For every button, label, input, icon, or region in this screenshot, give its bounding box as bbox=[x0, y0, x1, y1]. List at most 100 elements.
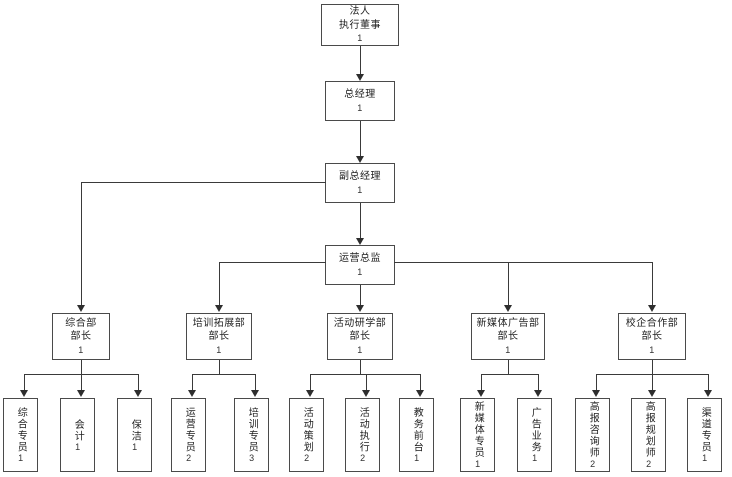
connector-d2-bus bbox=[192, 374, 255, 375]
connector-d2-stub bbox=[219, 360, 220, 374]
node-label-line1: 法人 bbox=[349, 6, 371, 18]
connector-d5-s11 bbox=[596, 374, 597, 392]
node-label-line1: 会计 bbox=[72, 418, 84, 442]
connector-n0-n1 bbox=[360, 46, 361, 76]
node-label-line1: 综合部 bbox=[65, 317, 97, 329]
node-staff-activity-execution[interactable]: 活动执行 2 bbox=[345, 398, 380, 472]
node-staff-accountant[interactable]: 会计 1 bbox=[60, 398, 95, 472]
connector-d3-s7 bbox=[366, 374, 367, 392]
node-label-line1: 活动研学部 bbox=[333, 317, 387, 329]
node-staff-academic-reception[interactable]: 教务前台 1 bbox=[399, 398, 434, 472]
node-staff-gaokao-consultant[interactable]: 高报咨询师 2 bbox=[575, 398, 610, 472]
arrow-n3-d5 bbox=[648, 305, 656, 312]
arrow-d2-s4 bbox=[188, 390, 196, 397]
connector-d4-bus bbox=[481, 374, 538, 375]
node-count: 1 bbox=[357, 184, 363, 195]
connector-d4-s10 bbox=[538, 374, 539, 392]
connector-n3-right-horizontal bbox=[394, 262, 652, 263]
node-label-line2: 部长 bbox=[641, 331, 663, 343]
arrow-d3-s7 bbox=[362, 390, 370, 397]
node-label-line1: 渠道专员 bbox=[699, 407, 711, 453]
node-count: 1 bbox=[129, 441, 140, 452]
node-count: 1 bbox=[72, 441, 83, 452]
node-department-new-media-advertising[interactable]: 新媒体广告部 部长 1 bbox=[471, 313, 545, 360]
arrow-d3-s8 bbox=[416, 390, 424, 397]
node-deputy-general-manager[interactable]: 副总经理 1 bbox=[325, 163, 395, 203]
node-staff-operations-specialist[interactable]: 运营专员 2 bbox=[171, 398, 206, 472]
node-staff-activity-planning[interactable]: 活动策划 2 bbox=[289, 398, 324, 472]
arrow-n3-d4 bbox=[504, 305, 512, 312]
node-label-line2: 部长 bbox=[208, 331, 230, 343]
node-staff-cleaner[interactable]: 保洁 1 bbox=[117, 398, 152, 472]
node-staff-training-specialist[interactable]: 培训专员 3 bbox=[234, 398, 269, 472]
connector-n3-d5-vertical bbox=[652, 262, 653, 307]
node-count: 1 bbox=[505, 344, 511, 355]
connector-d2-s5 bbox=[255, 374, 256, 392]
node-label-line1: 培训拓展部 bbox=[192, 317, 246, 329]
node-count: 1 bbox=[216, 344, 222, 355]
arrow-d4-s9 bbox=[477, 390, 485, 397]
node-count: 1 bbox=[411, 453, 422, 463]
node-label-line1: 新媒体广告部 bbox=[476, 317, 540, 329]
node-count: 2 bbox=[587, 458, 598, 469]
node-count: 2 bbox=[301, 453, 312, 463]
connector-d5-s12 bbox=[652, 374, 653, 392]
node-count: 2 bbox=[357, 453, 368, 463]
node-label-line2: 部长 bbox=[70, 331, 92, 343]
connector-n1-n2 bbox=[360, 121, 361, 158]
connector-d2-s4 bbox=[192, 374, 193, 392]
connector-n3-left-horizontal bbox=[219, 262, 326, 263]
arrow-d3-s6 bbox=[306, 390, 314, 397]
node-label-line1: 新媒体专员 bbox=[472, 401, 484, 459]
connector-d1-s3 bbox=[138, 374, 139, 392]
node-count: 1 bbox=[78, 344, 84, 355]
node-operations-director[interactable]: 运营总监 1 bbox=[325, 245, 395, 285]
node-staff-gaokao-planner[interactable]: 高报规划师 2 bbox=[631, 398, 666, 472]
arrow-d5-s11 bbox=[592, 390, 600, 397]
node-label-line1: 运营总监 bbox=[339, 253, 381, 265]
connector-d3-s8 bbox=[420, 374, 421, 392]
node-staff-channel-specialist[interactable]: 渠道专员 1 bbox=[687, 398, 722, 472]
node-department-general-affairs[interactable]: 综合部 部长 1 bbox=[52, 313, 110, 360]
node-label-line1: 总经理 bbox=[344, 89, 376, 101]
node-general-manager[interactable]: 总经理 1 bbox=[325, 81, 395, 121]
node-label-line1: 活动策划 bbox=[301, 407, 313, 453]
connector-d4-stub bbox=[508, 360, 509, 374]
arrow-d4-s10 bbox=[534, 390, 542, 397]
node-staff-advertising-business[interactable]: 广告业务 1 bbox=[517, 398, 552, 472]
node-label-line2: 部长 bbox=[349, 331, 371, 343]
node-department-school-enterprise[interactable]: 校企合作部 部长 1 bbox=[618, 313, 686, 360]
node-count: 1 bbox=[357, 344, 363, 355]
node-label-line1: 副总经理 bbox=[339, 171, 381, 183]
node-staff-new-media-specialist[interactable]: 新媒体专员 1 bbox=[460, 398, 495, 472]
node-count: 1 bbox=[357, 266, 363, 277]
node-staff-general-affairs-specialist[interactable]: 综合专员 1 bbox=[3, 398, 38, 472]
node-count: 2 bbox=[183, 453, 194, 463]
connector-n3-d4-vertical bbox=[508, 262, 509, 307]
node-count: 1 bbox=[699, 453, 710, 463]
node-department-activity-research[interactable]: 活动研学部 部长 1 bbox=[327, 313, 393, 360]
arrow-d2-s5 bbox=[251, 390, 259, 397]
arrow-n3-d2 bbox=[215, 305, 223, 312]
node-count: 1 bbox=[357, 33, 363, 44]
node-label-line1: 广告业务 bbox=[529, 407, 541, 453]
arrow-d1-s3 bbox=[134, 390, 142, 397]
node-label-line1: 高报规划师 bbox=[643, 401, 655, 459]
arrow-n2-d1 bbox=[77, 305, 85, 312]
connector-d3-bus bbox=[310, 374, 420, 375]
node-label-line1: 活动执行 bbox=[357, 407, 369, 453]
arrow-d1-s2 bbox=[77, 390, 85, 397]
connector-d1-s2 bbox=[81, 374, 82, 392]
connector-d5-s13 bbox=[708, 374, 709, 392]
node-label-line1: 教务前台 bbox=[411, 407, 423, 453]
connector-d1-s1 bbox=[24, 374, 25, 392]
node-label-line1: 保洁 bbox=[129, 418, 141, 442]
node-count: 2 bbox=[643, 458, 654, 469]
connector-n2-n3 bbox=[360, 203, 361, 240]
arrow-n1-n2 bbox=[356, 156, 364, 163]
arrow-d5-s13 bbox=[704, 390, 712, 397]
node-label-line1: 培训专员 bbox=[246, 407, 258, 453]
node-legal-representative[interactable]: 法人 执行董事 1 bbox=[321, 4, 399, 46]
node-department-training-development[interactable]: 培训拓展部 部长 1 bbox=[186, 313, 252, 360]
